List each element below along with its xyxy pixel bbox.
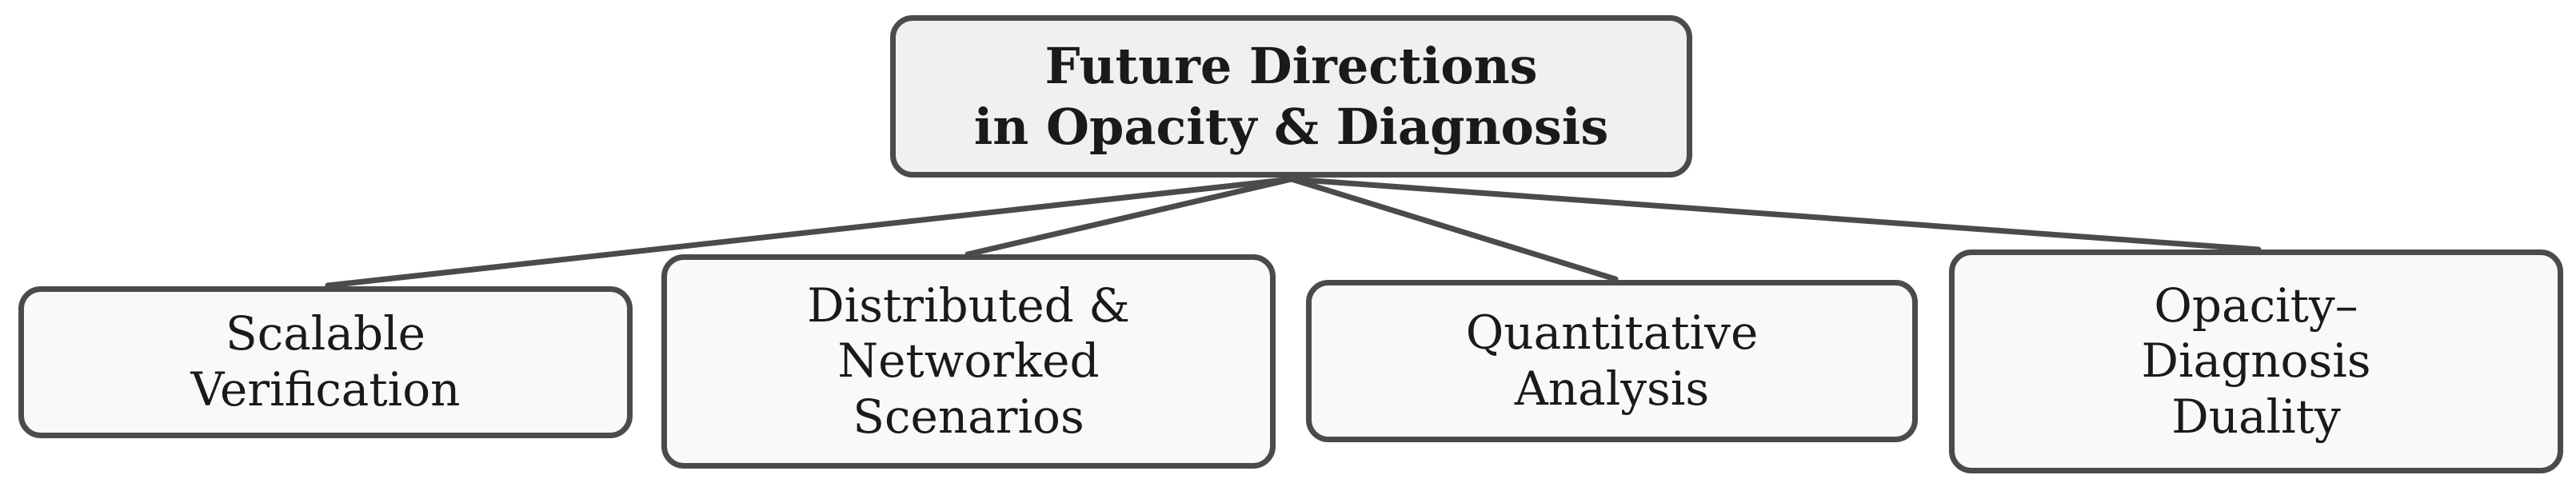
connector-root-to-opacity-diagnosis-duality (1288, 176, 2262, 253)
root-node-label: Future Directions in Opacity & Diagnosis (973, 36, 1609, 156)
child-node-opacity-diagnosis-duality: Opacity– Diagnosis Duality (1949, 249, 2563, 473)
child-node-label: Scalable Verification (190, 306, 461, 417)
child-node-label: Distributed & Networked Scenarios (807, 277, 1130, 444)
child-node-label: Opacity– Diagnosis Duality (2141, 277, 2371, 444)
connector-root-to-quantitative-analysis (1288, 176, 1619, 282)
root-node-future-directions: Future Directions in Opacity & Diagnosis (890, 15, 1692, 178)
child-node-quantitative-analysis: Quantitative Analysis (1306, 280, 1918, 442)
connector-root-to-scalable-verification (325, 176, 1295, 289)
child-node-label: Quantitative Analysis (1465, 305, 1759, 416)
connector-root-to-distributed-networked-scenarios (965, 176, 1295, 257)
child-node-distributed-networked-scenarios: Distributed & Networked Scenarios (661, 254, 1276, 469)
child-node-scalable-verification: Scalable Verification (18, 286, 633, 438)
